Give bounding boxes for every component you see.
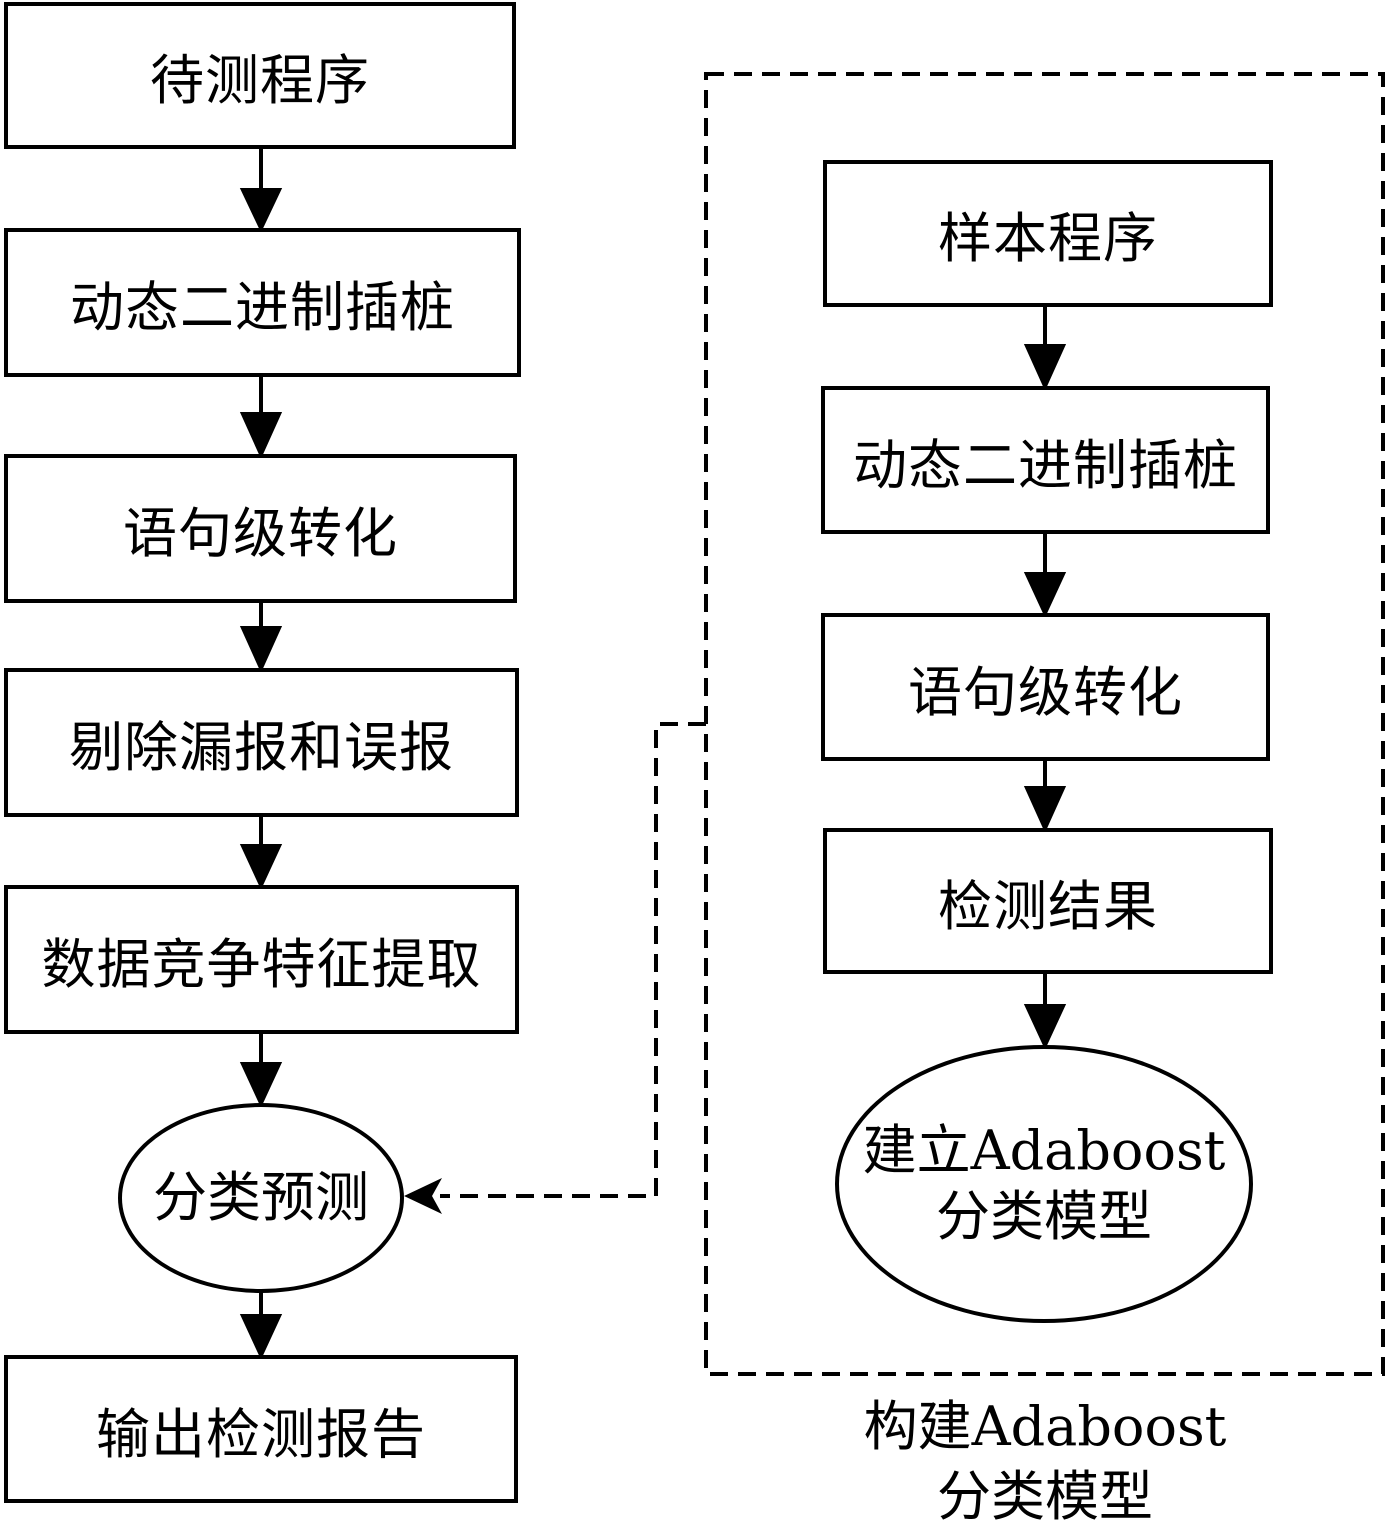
left-arrows xyxy=(239,148,283,1360)
step-statement-conversion-left: 语句级转化 xyxy=(4,454,517,603)
caption-line2: 分类模型 xyxy=(937,1465,1153,1529)
classification-prediction-label: 分类预测 xyxy=(153,1166,369,1230)
step-remove-false-reports: 剔除漏报和误报 xyxy=(4,668,519,817)
caption-line1: 构建Adaboost xyxy=(863,1395,1227,1458)
build-model-line2: 分类模型 xyxy=(936,1185,1152,1248)
step-dynamic-instrumentation-right: 动态二进制插桩 xyxy=(821,386,1270,534)
step-program-under-test: 待测程序 xyxy=(4,2,516,149)
build-model-line1: 建立Adaboost xyxy=(862,1119,1226,1183)
step-detection-result: 检测结果 xyxy=(823,828,1273,974)
step-feature-extraction: 数据竞争特征提取 xyxy=(4,885,519,1034)
step-classification-prediction: 分类预测 xyxy=(118,1103,404,1293)
step-build-adaboost-model: 建立Adaboost 分类模型 xyxy=(835,1045,1253,1323)
model-group-caption: 构建Adaboost 分类模型 xyxy=(845,1392,1245,1532)
right-arrows xyxy=(1023,306,1067,1050)
step-dynamic-instrumentation-left: 动态二进制插桩 xyxy=(4,228,521,377)
step-output-report: 输出检测报告 xyxy=(4,1355,518,1503)
step-sample-program: 样本程序 xyxy=(823,160,1273,307)
model-to-prediction-connector xyxy=(404,722,706,1214)
step-statement-conversion-right: 语句级转化 xyxy=(821,613,1270,761)
